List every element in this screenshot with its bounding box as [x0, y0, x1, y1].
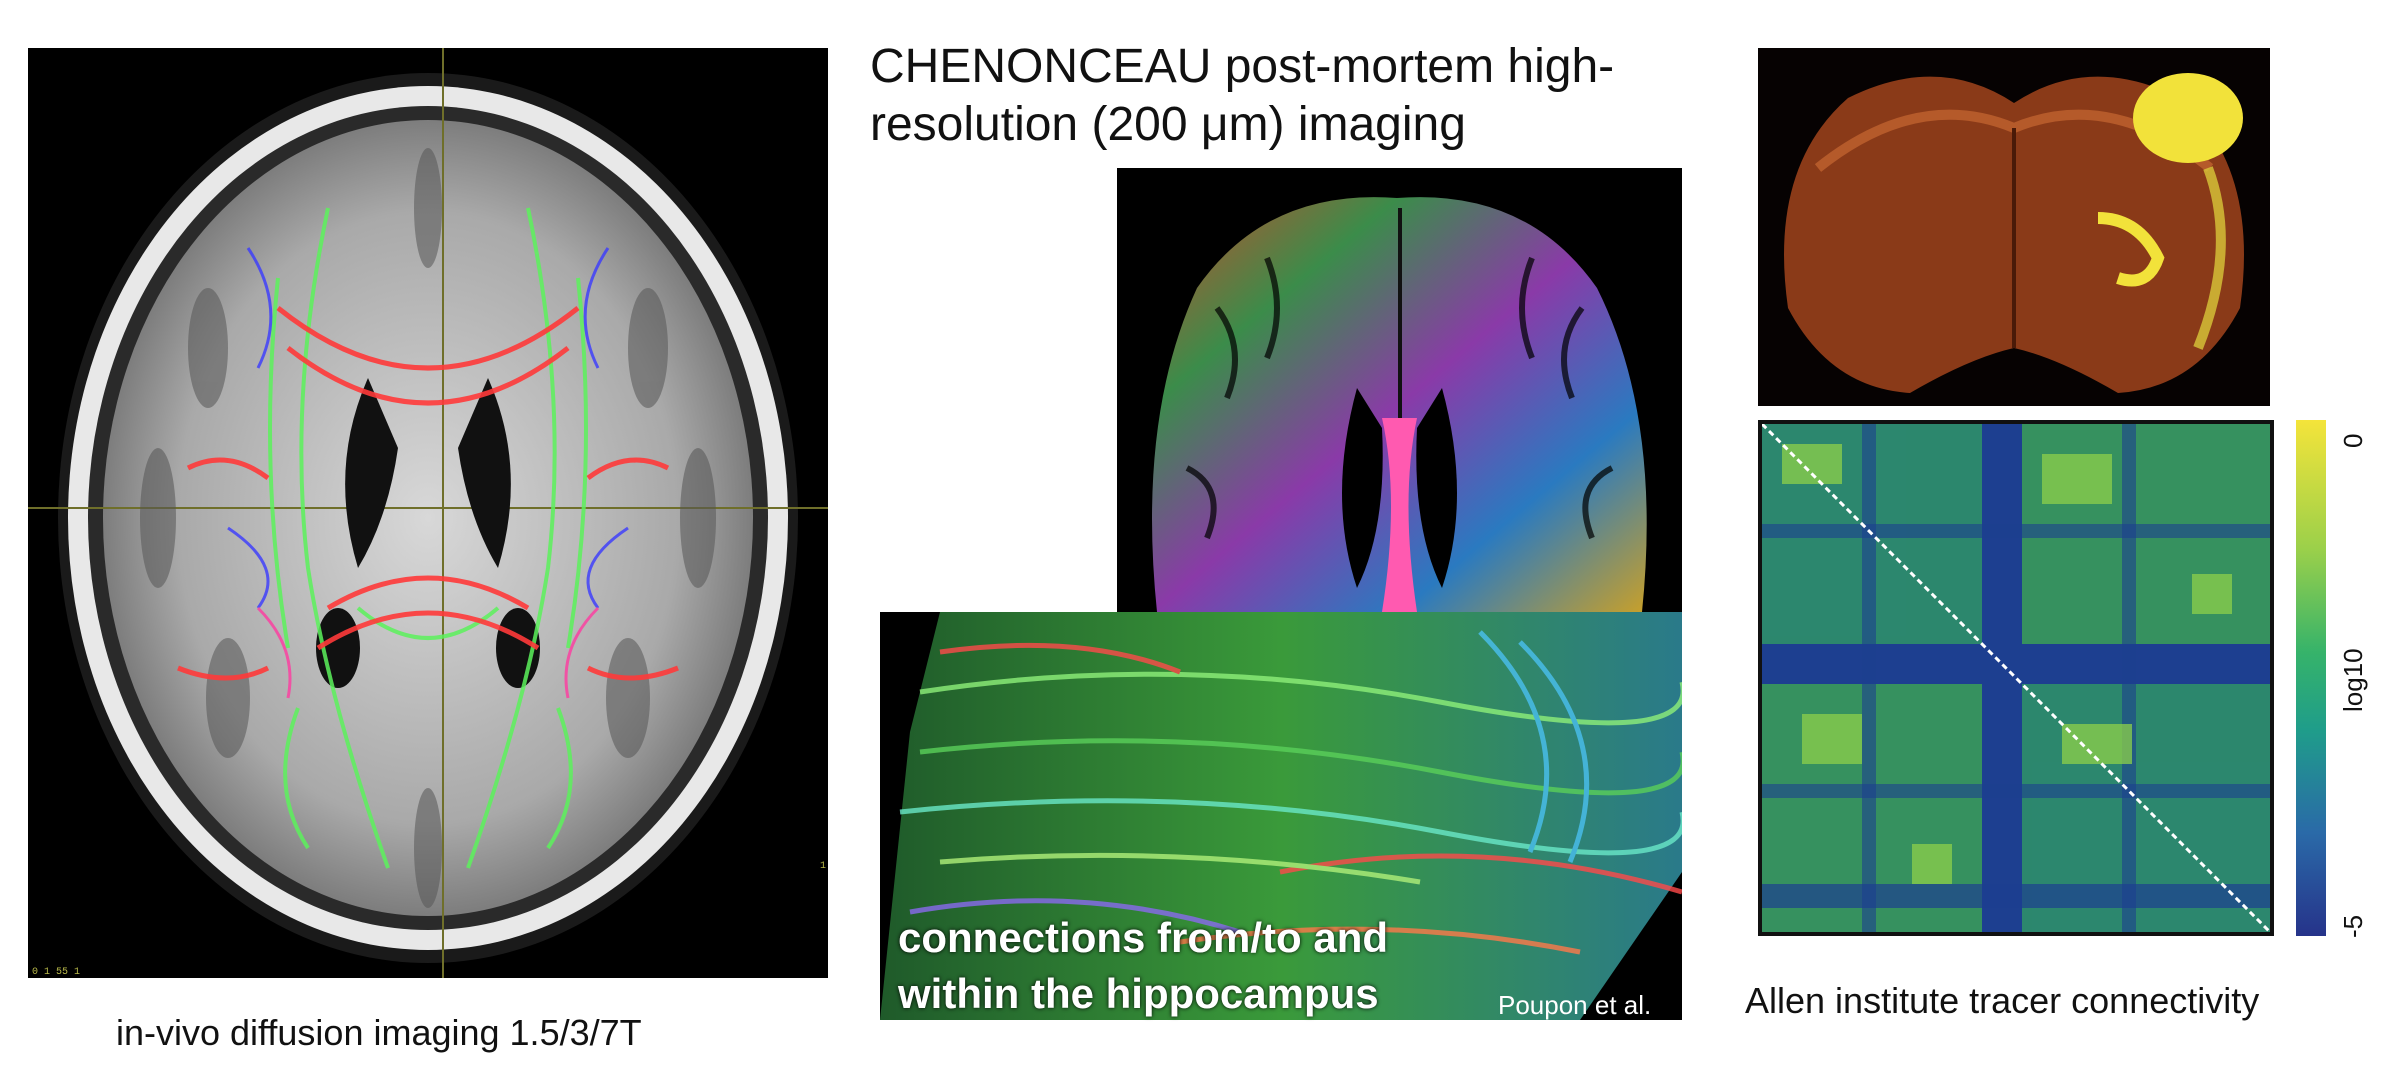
colorbar [2296, 420, 2326, 936]
connectivity-matrix [1758, 420, 2274, 936]
diffusion-brain-image: 0 1 55 1 1 [28, 48, 828, 978]
hippocampus-fiber-image [880, 612, 1682, 1020]
image-credit: Poupon et al. [1498, 990, 1652, 1020]
color-fa-brain-image [1117, 168, 1682, 612]
middle-title: CHENONCEAU post-mortem high-resolution (… [870, 40, 1615, 151]
corner-readout: 0 1 55 1 [32, 967, 80, 978]
colorbar-bottom-label: -5 [2338, 914, 2368, 938]
overlay-line-2: within the hippocampus [898, 970, 1379, 1017]
left-caption: in-vivo diffusion imaging 1.5/3/7T [116, 1012, 642, 1053]
overlay-line-1: connections from/to and [898, 914, 1389, 961]
hippocampus-overlay-text: connections from/to and within the hippo… [898, 910, 1388, 1022]
colorbar-mid-label: log10 [2338, 648, 2368, 712]
side-readout: 1 [820, 861, 826, 872]
mouse-brain-tracer-image [1758, 48, 2270, 406]
colorbar-top-label: 0 [2338, 433, 2368, 448]
right-caption: Allen institute tracer connectivity [1745, 980, 2260, 1021]
